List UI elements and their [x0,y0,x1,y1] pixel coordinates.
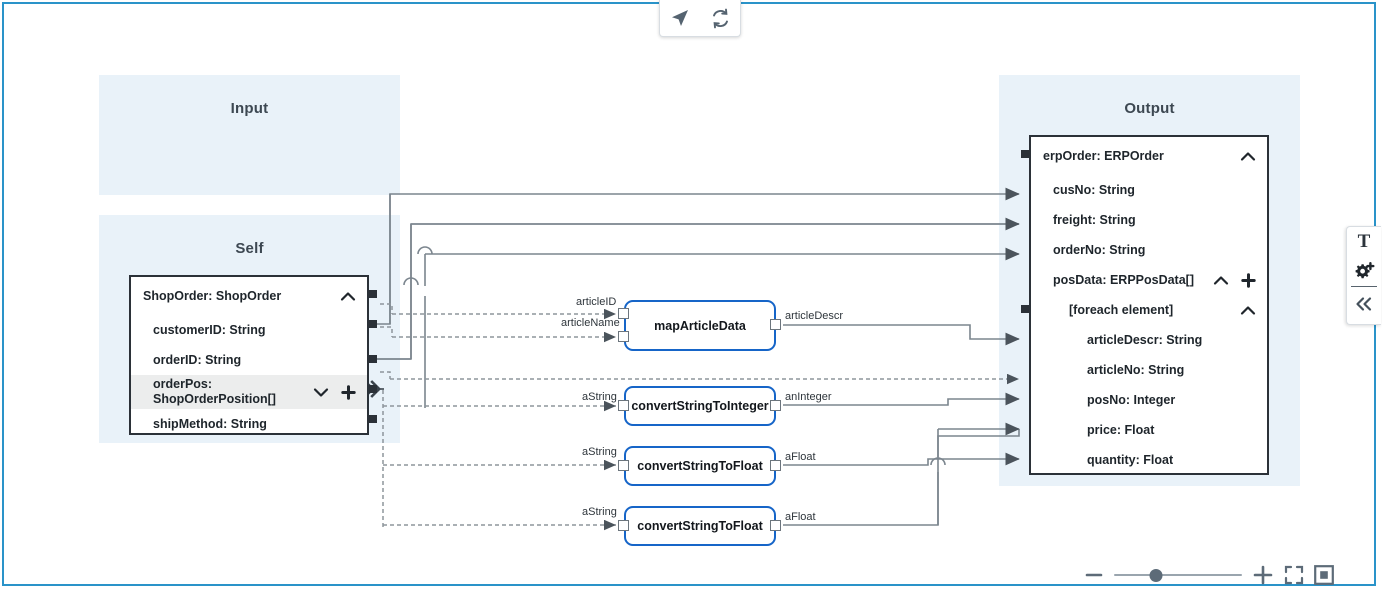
struct-field-label: freight: String [1053,212,1136,227]
plus-icon[interactable] [341,384,356,400]
struct-field-label: [foreach element] [1069,302,1174,317]
port-label-afloat-1: aFloat [785,451,816,463]
chevron-up-icon[interactable] [1240,151,1256,161]
chevron-down-icon[interactable] [313,387,329,397]
struct-field-foreach-element[interactable]: [foreach element] [1031,295,1267,325]
port-label-aninteger: anInteger [785,391,832,403]
zoom-controls[interactable] [1084,560,1346,590]
add-function-icon[interactable] [1349,256,1379,285]
top-toolbar[interactable] [659,0,741,37]
zoom-slider-thumb[interactable] [1149,568,1163,582]
fn-input-port-astring-2[interactable] [618,460,629,471]
struct-field-label-line1: orderPos: [153,377,213,392]
function-node-convertstringtointeger[interactable]: convertStringToInteger [624,386,776,426]
fn-input-port-articlename[interactable] [618,331,629,342]
struct-field-freight[interactable]: freight: String [1031,205,1267,235]
struct-field-label: posNo: Integer [1087,392,1176,407]
zoom-slider-track [1114,574,1242,576]
port-label-articleid: articleID [576,296,617,308]
port-customerid[interactable] [369,320,377,328]
struct-node-shoporder-header[interactable]: ShopOrder: ShopOrder [131,277,367,315]
port-label-articlename: articleName [561,317,620,329]
function-node-convertstringtofloat-1[interactable]: convertStringToFloat [624,446,776,486]
fn-input-port-astring-1[interactable] [618,400,629,411]
chevron-up-icon[interactable] [1240,305,1256,315]
port-label-afloat-2: aFloat [785,511,816,523]
struct-field-orderno[interactable]: orderNo: String [1031,235,1267,265]
fn-input-port-astring-3[interactable] [618,520,629,531]
right-toolbar[interactable]: T [1346,226,1381,325]
plus-icon[interactable] [1241,272,1256,288]
struct-field-label: price: Float [1087,422,1155,437]
chevron-up-icon[interactable] [340,291,356,301]
fit-to-screen-icon[interactable] [1284,565,1304,585]
struct-field-posno[interactable]: posNo: Integer [1031,385,1267,415]
struct-field-quantity[interactable]: quantity: Float [1031,445,1267,475]
refresh-icon[interactable] [705,4,735,32]
port-label-astring-1: aString [582,391,617,403]
struct-field-shipmethod[interactable]: shipMethod: String [131,409,367,439]
text-tool-icon[interactable]: T [1349,227,1379,256]
struct-node-shoporder-title: ShopOrder: ShopOrder [143,288,282,303]
struct-node-erporder-title: erpOrder: ERPOrder [1043,148,1164,163]
struct-field-label: orderID: String [153,352,242,367]
lane-output-title: Output [1124,100,1175,117]
struct-field-label: customerID: String [153,322,266,337]
port-erporder-root[interactable] [1021,150,1029,158]
struct-field-label: orderPos: ShopOrderPosition[] [153,377,314,407]
fn-output-port-afloat-1[interactable] [770,460,781,471]
center-view-icon[interactable] [1314,565,1334,585]
struct-node-shoporder[interactable]: ShopOrder: ShopOrder customerID: String … [129,275,369,435]
zoom-slider[interactable] [1114,568,1242,582]
lane-self-title: Self [235,240,264,257]
struct-field-orderid[interactable]: orderID: String [131,345,367,375]
struct-field-label: orderNo: String [1053,242,1146,257]
struct-field-label: posData: ERPPosData[] [1053,272,1194,287]
port-shipmethod[interactable] [369,415,377,423]
port-foreach-element[interactable] [1021,305,1029,313]
struct-field-articleno[interactable]: articleNo: String [1031,355,1267,385]
port-label-astring-3: aString [582,506,617,518]
port-label-astring-2: aString [582,446,617,458]
struct-field-cusno[interactable]: cusNo: String [1031,175,1267,205]
text-tool-glyph: T [1357,230,1371,252]
collapse-panel-icon[interactable] [1349,289,1379,318]
toolbar-divider [1351,286,1377,287]
struct-field-label: articleNo: String [1087,362,1185,377]
fn-output-port-afloat-2[interactable] [770,520,781,531]
struct-field-label: articleDescr: String [1087,332,1203,347]
lane-input-title: Input [230,100,269,117]
struct-field-price[interactable]: price: Float [1031,415,1267,445]
struct-field-posdata[interactable]: posData: ERPPosData[] [1031,265,1267,295]
struct-field-label-line2: ShopOrderPosition[] [153,392,276,406]
chevron-up-icon[interactable] [1213,275,1229,285]
port-orderpos[interactable] [369,385,377,393]
function-node-convertstringtofloat-2[interactable]: convertStringToFloat [624,506,776,546]
struct-field-label: quantity: Float [1087,452,1174,467]
port-label-articledescr: articleDescr [785,310,844,322]
port-orderid[interactable] [369,355,377,363]
fn-output-port-aninteger[interactable] [770,400,781,411]
fn-output-port-articledescr[interactable] [770,319,781,330]
struct-field-articledescr[interactable]: articleDescr: String [1031,325,1267,355]
port-shoporder-root[interactable] [369,290,377,298]
function-node-maparticledata[interactable]: mapArticleData [624,300,776,351]
struct-node-erporder-header[interactable]: erpOrder: ERPOrder [1031,137,1267,175]
struct-field-customerid[interactable]: customerID: String [131,315,367,345]
zoom-in-button[interactable] [1252,564,1274,586]
lane-input: Input [99,75,400,195]
struct-node-erporder[interactable]: erpOrder: ERPOrder cusNo: String freight… [1029,135,1269,475]
navigate-icon[interactable] [665,4,695,32]
zoom-out-button[interactable] [1084,565,1104,585]
struct-field-orderpos[interactable]: orderPos: ShopOrderPosition[] [131,375,367,409]
struct-field-label: cusNo: String [1053,182,1135,197]
struct-field-label: shipMethod: String [153,416,267,431]
